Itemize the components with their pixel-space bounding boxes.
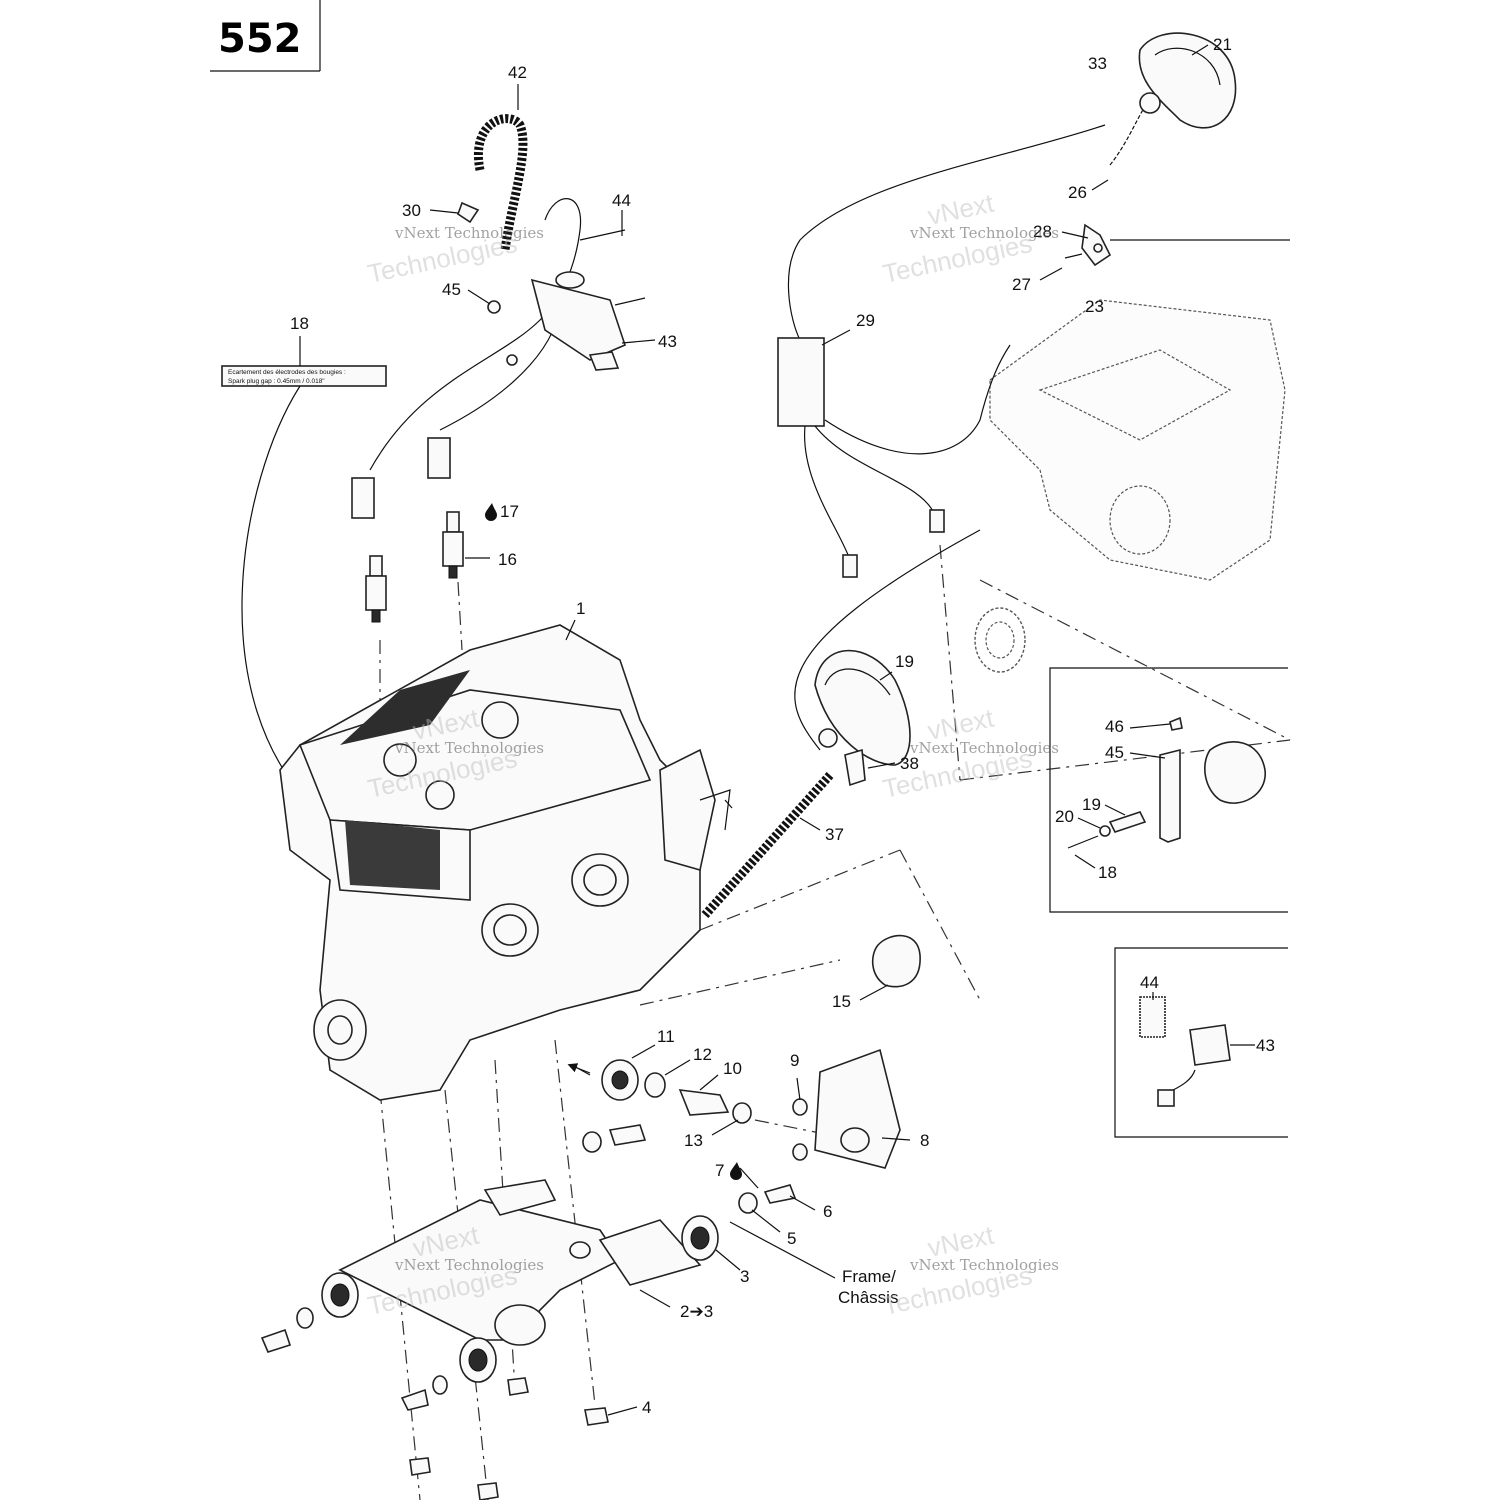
inset-callout-43: 43 [1256,1036,1275,1055]
oil-drop-icon [485,503,497,521]
inset-box-2 [1114,947,1288,1138]
label-line-2: Spark plug gap : 0.45mm / 0.018" [228,378,325,385]
engine-block [279,624,731,1101]
callout-19: 19 [895,652,914,671]
spark-plugs [365,511,464,623]
page-number-box: 552 [210,0,321,72]
callout-44: 44 [612,191,631,210]
inset-callout-45: 45 [1105,743,1124,762]
callout-23: 23 [1085,297,1104,316]
callout-11: 11 [657,1027,675,1046]
callout-37: 37 [825,825,844,844]
callout-43: 43 [658,332,677,351]
callout-12: 12 [693,1045,712,1064]
inset-callout-44: 44 [1140,973,1159,992]
watermark-text: vNext Technologies [909,1256,1059,1274]
callout-2-3: 2➔3 [680,1302,713,1321]
ignition-coil-assembly [351,114,646,519]
page-number: 552 [218,16,302,62]
spark-plug-gap-label: Ecartement des électrodes des bougies : … [221,336,387,813]
callout-15: 15 [832,992,851,1011]
recoil-handle-top [1138,32,1237,129]
inset-callout-19: 19 [1082,795,1101,814]
watermarks: vNext Technologies Technologies vNext Te… [365,188,1059,1321]
inset-callout-18: 18 [1098,863,1117,882]
engine-mount-brackets [260,934,921,1500]
callout-38: 38 [900,754,919,773]
callout-7-with-oil-drop: 7 [715,1161,742,1180]
watermark-text: vNext Technologies [909,224,1059,242]
air-box-assembly [974,299,1286,673]
callout-13: 13 [684,1131,703,1150]
callout-17-with-oil-drop: 17 [485,502,519,521]
callout-29: 29 [856,311,875,330]
inset-callout-46: 46 [1105,717,1124,736]
callout-10: 10 [723,1059,742,1078]
callout-26: 26 [1068,183,1087,202]
callout-17: 17 [500,502,519,521]
callout-30: 30 [402,201,421,220]
frame-label-line-2: Châssis [838,1288,898,1307]
inset-box-1 [1049,667,1288,913]
watermark-text: vNext Technologies [909,739,1059,757]
callout-5: 5 [787,1229,796,1248]
watermark-text: vNext Technologies [394,739,544,757]
callout-3: 3 [740,1267,749,1286]
oil-drop-icon [730,1162,742,1180]
wiring-harness [777,99,1151,578]
callout-21: 21 [1213,35,1232,54]
recoil-starter [701,529,981,918]
inset-callout-20: 20 [1055,807,1074,826]
callout-28: 28 [1033,222,1052,241]
callout-6: 6 [823,1202,832,1221]
watermark-text: vNext Technologies [394,224,544,242]
callout-18: 18 [290,314,309,333]
callout-27: 27 [1012,275,1031,294]
frame-label-line-1: Frame/ [842,1267,896,1286]
callout-7: 7 [715,1161,724,1180]
callout-16: 16 [498,550,517,569]
callout-4: 4 [642,1398,651,1417]
callout-45: 45 [442,280,461,299]
mounting-plate-small [1064,223,1290,267]
callout-42: 42 [508,63,527,82]
label-line-1: Ecartement des électrodes des bougies : [228,369,346,376]
callout-9: 9 [790,1051,799,1070]
watermark-text: vNext Technologies [394,1256,544,1274]
callout-33: 33 [1088,54,1107,73]
callout-1: 1 [576,599,585,618]
callout-labels: 1 2➔3 3 4 5 6 7 8 9 10 11 12 13 15 16 17… [290,35,1275,1417]
callout-8: 8 [920,1131,929,1150]
leader-lines [429,44,1255,1416]
